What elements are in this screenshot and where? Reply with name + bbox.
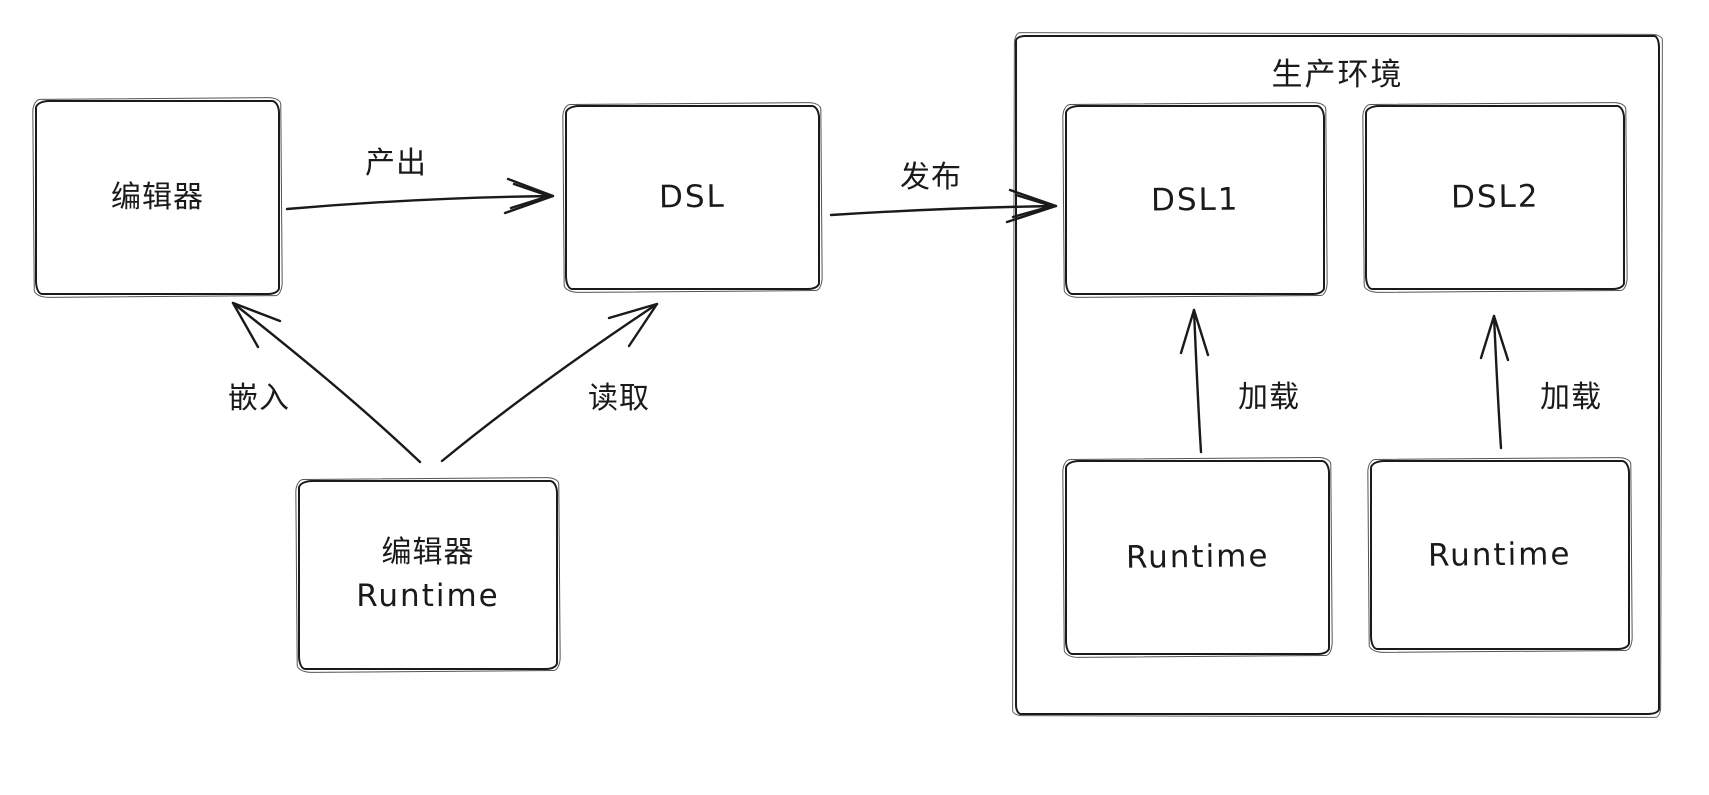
- node-dsl: DSL: [565, 105, 820, 290]
- node-editor-label: 编辑器: [111, 179, 204, 215]
- edge-label-load-2: 加载: [1540, 380, 1602, 415]
- node-dsl2-label: DSL2: [1450, 178, 1540, 216]
- group-production-environment: 生产环境: [1015, 35, 1660, 715]
- node-dsl1: DSL1: [1065, 105, 1325, 295]
- production-environment-title: 生产环境: [1271, 57, 1404, 93]
- node-dsl-label: DSL: [658, 178, 727, 216]
- node-editor-runtime: 编辑器 Runtime: [298, 480, 558, 670]
- node-runtime-1: Runtime: [1065, 460, 1330, 655]
- edge-label-load-1: 加载: [1238, 380, 1300, 415]
- arrow-produce: [285, 177, 555, 215]
- node-runtime-1-label: Runtime: [1125, 538, 1270, 576]
- node-dsl1-label: DSL1: [1150, 181, 1240, 218]
- edge-label-read: 读取: [588, 381, 650, 416]
- edge-label-publish: 发布: [900, 160, 962, 195]
- node-editor-runtime-line1: 编辑器: [381, 534, 475, 570]
- node-runtime-2-label: Runtime: [1428, 535, 1572, 574]
- edge-label-embed: 嵌入: [228, 381, 290, 416]
- edge-label-produce: 产出: [365, 146, 427, 181]
- node-editor-runtime-label: 编辑器 Runtime: [356, 531, 499, 619]
- node-runtime-2: Runtime: [1370, 460, 1630, 650]
- node-editor-runtime-line2: Runtime: [356, 578, 500, 615]
- node-editor: 编辑器: [35, 100, 280, 295]
- node-dsl2: DSL2: [1365, 105, 1625, 290]
